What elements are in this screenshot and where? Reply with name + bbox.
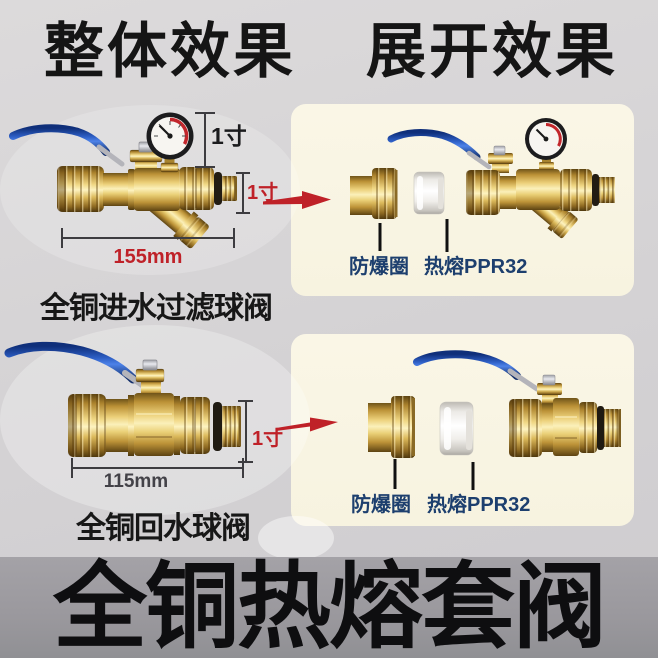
panel2-part2-label: 热熔PPR32 (427, 494, 531, 516)
footer-band (0, 557, 658, 658)
section-title-expanded: 展开效果 (366, 18, 618, 85)
union-nut (68, 394, 106, 457)
o-ring (214, 172, 222, 205)
handle-lever (96, 144, 125, 167)
male-thread (222, 176, 237, 201)
panel2-part1-label: 防爆圈 (351, 494, 411, 516)
panel1-part1-label: 防爆圈 (349, 256, 409, 278)
valve1-name-label: 全铜进水过滤球阀 (40, 292, 273, 325)
dimension-length-valve1: 155mm (113, 246, 183, 268)
dimension-outlet-valve2: 1寸 (252, 428, 284, 450)
valve-body (134, 393, 174, 456)
dimension-gauge-height: 1寸 (211, 123, 247, 149)
stem-bolt (142, 359, 158, 371)
valve2-name-label: 全铜回水球阀 (76, 512, 251, 545)
pressure-gauge (146, 112, 194, 173)
blue-handle (9, 124, 110, 156)
dimension-length-valve2: 115mm (103, 471, 169, 492)
strainer-valve-photo (9, 112, 237, 249)
o-ring (213, 402, 222, 451)
handle-lever (122, 370, 151, 392)
blue-handle (4, 341, 138, 384)
product-main-title: 全铜热熔套阀 (52, 554, 607, 658)
dimension-outlet-valve1: 1寸 (247, 182, 279, 204)
panel1-part2-label: 热熔PPR32 (424, 256, 528, 278)
dimension-lines-valve2 (71, 400, 253, 478)
ball-valve-photo (4, 341, 241, 457)
y-strainer-branch (135, 181, 209, 249)
stem-bolt (138, 141, 153, 153)
male-thread (222, 406, 241, 447)
section-title-overall: 整体效果 (44, 18, 296, 85)
valve-body (134, 168, 180, 211)
union-nut (57, 166, 104, 212)
